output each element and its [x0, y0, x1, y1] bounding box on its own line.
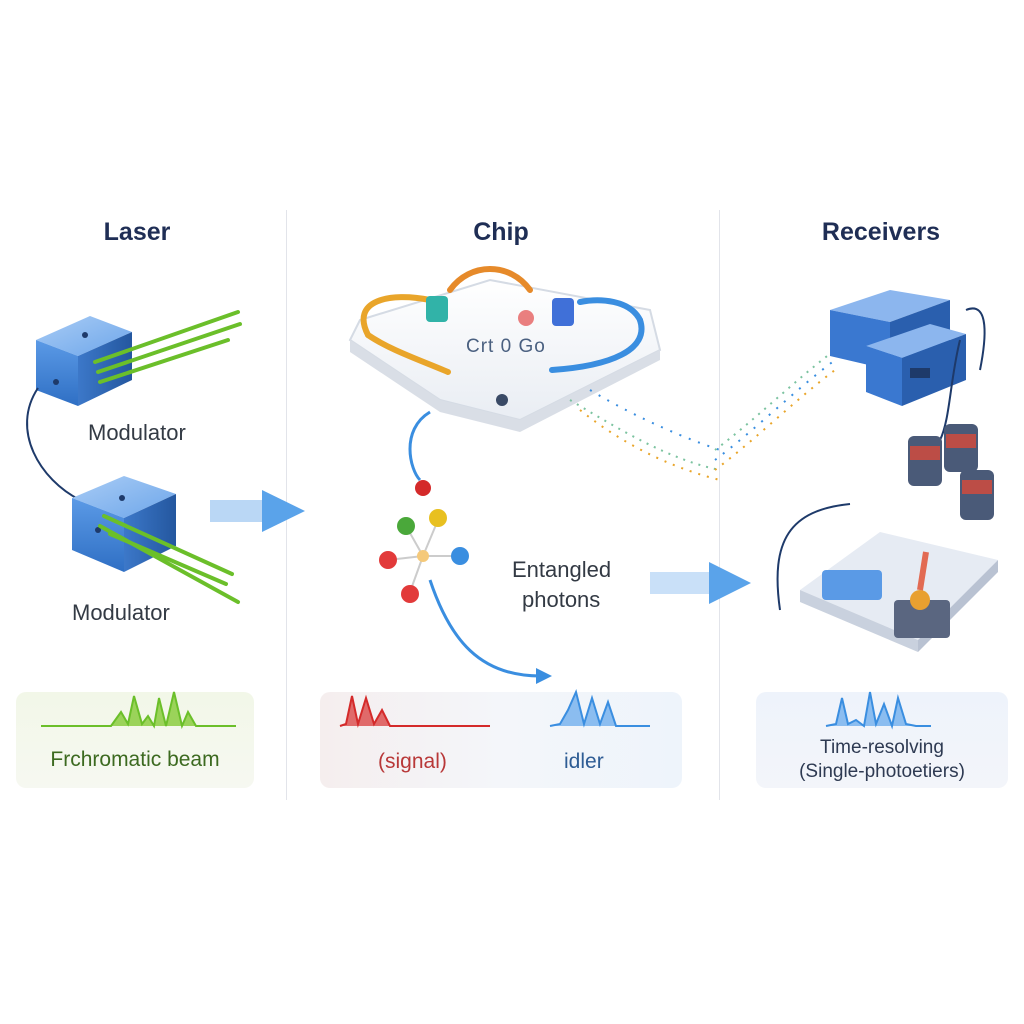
signal-idler-spectrum [339, 688, 650, 728]
laser-heading: Laser [103, 218, 171, 246]
modulator-bottom-label: Modulator [72, 600, 170, 625]
photon-source-icon [415, 480, 431, 496]
receivers-heading: Receivers [821, 218, 941, 246]
beam-caption-text: Frchromatic beam [50, 748, 220, 771]
beam-caption-box: Frchromatic beam [16, 691, 254, 788]
receivers-caption-line1: Time-resolving [820, 737, 944, 758]
entangled-photons-label: Entangled photons [512, 555, 611, 615]
photon-stream-continuation [714, 349, 836, 471]
entangled-line1: Entangled [512, 557, 612, 582]
cable-icon [939, 339, 961, 441]
detector-platform-icon [800, 532, 998, 652]
chip-icon [348, 266, 662, 432]
receivers-caption-line2: (Single-photoetiers) [799, 761, 965, 782]
detector-icon [908, 424, 994, 520]
idler-path [428, 579, 541, 678]
receivers-caption-text: Time-resolving (Single-photoetiers) [756, 736, 1008, 784]
splitter-icon [379, 509, 469, 603]
modulator-cube-icon [36, 316, 132, 406]
receivers-panel-graphics [776, 290, 998, 652]
cable-icon [26, 387, 81, 501]
idler-spectrum-icon [549, 688, 650, 728]
photon-stream-icon [569, 389, 721, 481]
idler-label: idler [564, 750, 604, 773]
arrow-right-icon [536, 668, 552, 684]
chip-panel-graphics [348, 266, 721, 684]
divider-right [719, 210, 720, 800]
signal-spectrum-icon [339, 694, 490, 728]
signal-idler-box: (signal) idler [320, 688, 682, 788]
arrow-right-icon [650, 572, 710, 594]
arrow-right-icon [709, 562, 751, 604]
photon-path [408, 410, 431, 482]
green-beam-bottom [98, 514, 240, 604]
cable-icon [965, 307, 986, 371]
signal-label: (signal) [378, 750, 447, 773]
entangled-line2: photons [522, 587, 601, 612]
modulator-cube-icon [72, 476, 176, 572]
time-resolved-spectrum-icon [825, 691, 931, 730]
chip-heading: Chip [473, 218, 529, 246]
green-spectrum-icon [41, 691, 236, 730]
green-beam-top [93, 310, 242, 384]
receiver-box-icon [866, 324, 966, 406]
receivers-caption-box: Time-resolving (Single-photoetiers) [756, 691, 1008, 788]
arrow-right-icon [210, 490, 305, 532]
laser-panel-graphics [26, 310, 305, 604]
cable-icon [776, 503, 851, 611]
chip-text: Crt 0 Go [466, 336, 546, 357]
modulator-top-label: Modulator [88, 420, 186, 445]
